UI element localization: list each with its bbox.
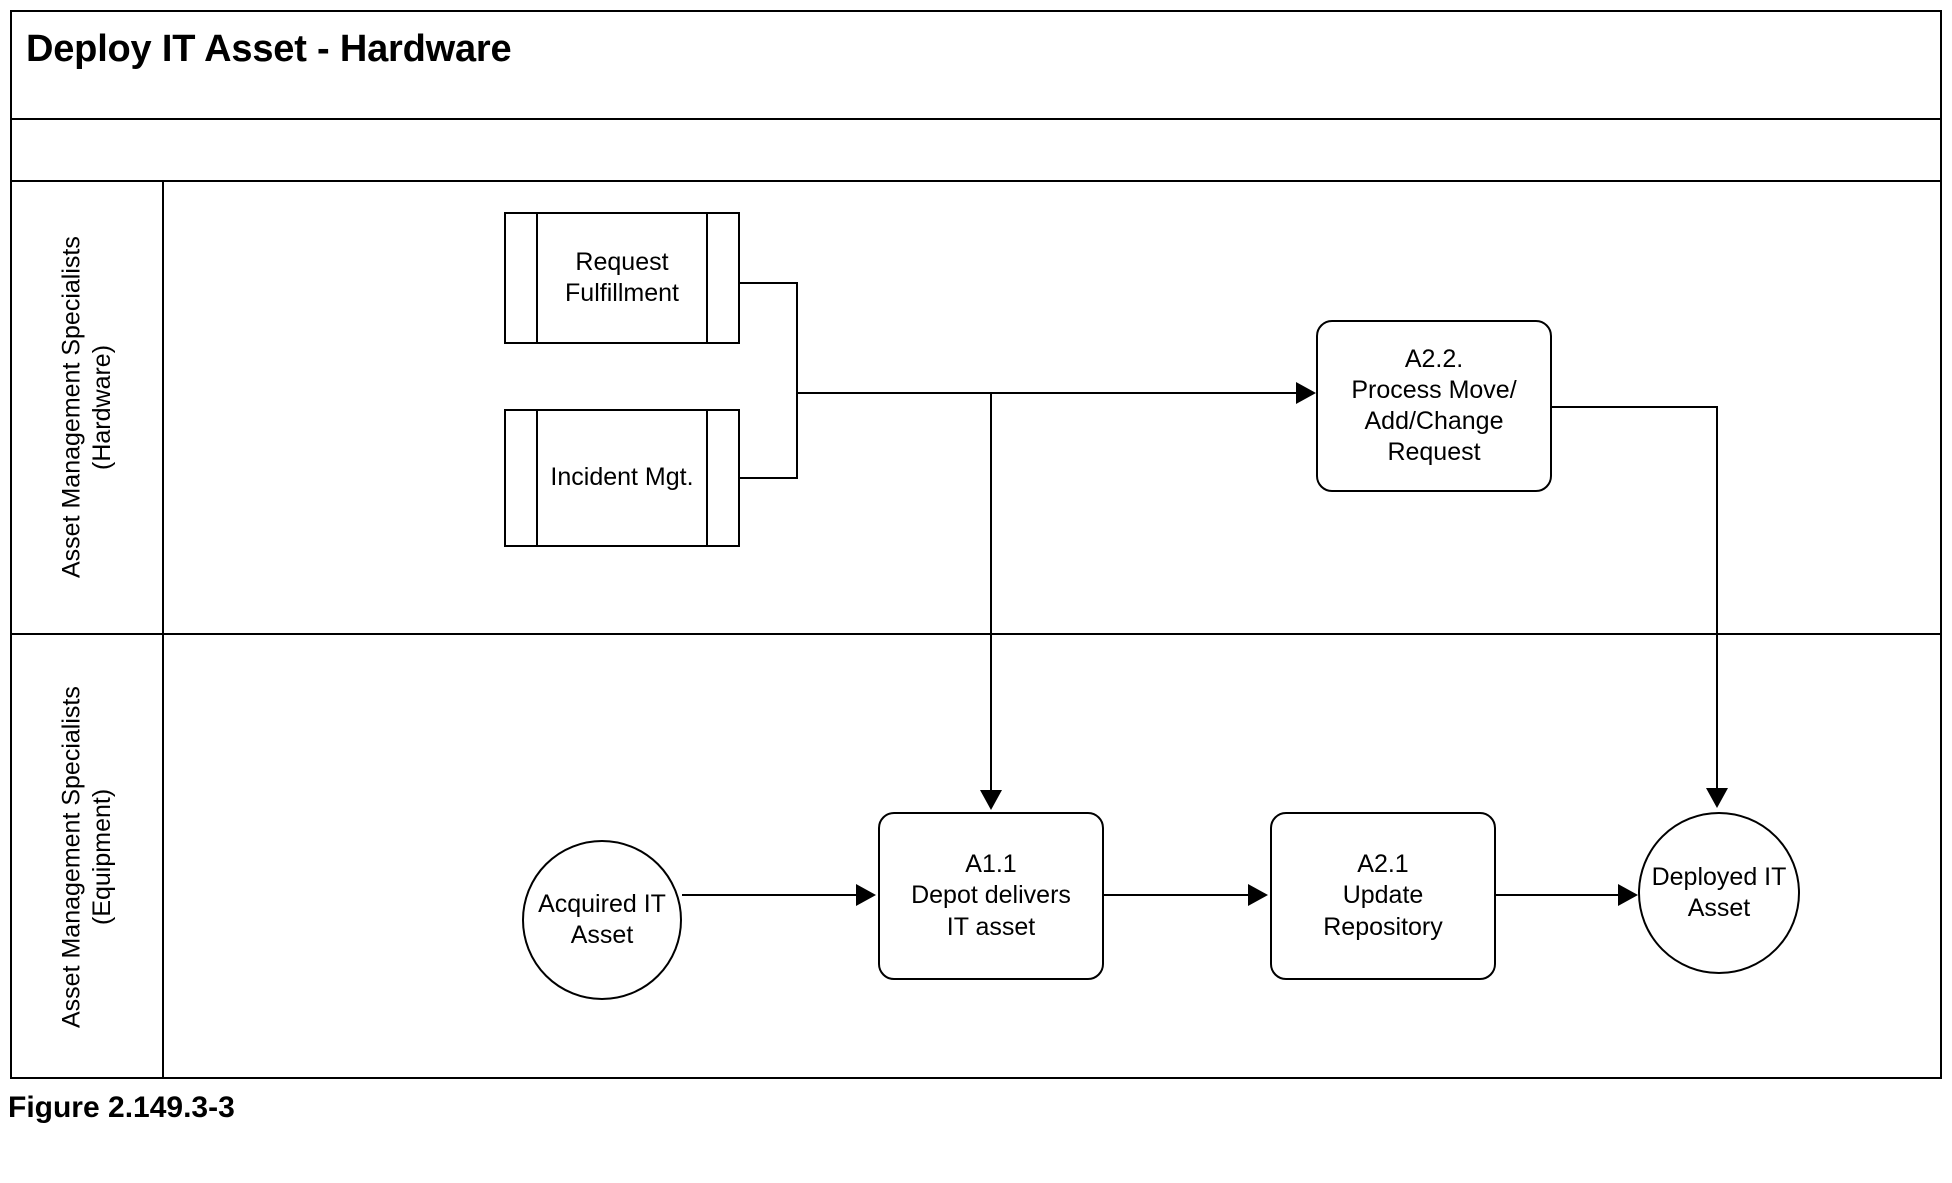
connector-acquired-to-a11 xyxy=(682,894,858,896)
task-a21-label: A2.1 Update Repository xyxy=(1323,850,1443,941)
subprocess-right-bar xyxy=(706,214,708,342)
lane-divider xyxy=(10,633,1942,635)
lane-label-hardware: Asset Management Specialists (Hardware) xyxy=(57,236,117,579)
lane-label-equipment: Asset Management Specialists (Equipment) xyxy=(57,686,117,1028)
subprocess-left-bar xyxy=(536,214,538,342)
end-event-label: Deployed IT Asset xyxy=(1651,862,1787,922)
arrowhead-into-a11 xyxy=(980,790,1002,810)
task-a11-label: A1.1 Depot delivers IT asset xyxy=(911,850,1071,941)
end-event-deployed-it-asset[interactable]: Deployed IT Asset xyxy=(1638,812,1800,974)
connector-a22-down-to-end xyxy=(1716,406,1718,790)
task-a11-depot-delivers-it-asset[interactable]: A1.1 Depot delivers IT asset xyxy=(878,812,1104,980)
connector-a22-out-right xyxy=(1552,406,1718,408)
header-row-divider xyxy=(10,180,1942,182)
figure-caption: Figure 2.149.3-3 xyxy=(8,1091,235,1124)
connector-request-fulfillment-down xyxy=(796,282,798,394)
arrowhead-into-a21 xyxy=(1248,884,1268,906)
subprocess-left-bar xyxy=(536,411,538,545)
page-title: Deploy IT Asset - Hardware xyxy=(26,28,512,70)
connector-bus-down-to-a11 xyxy=(990,392,992,792)
title-row-divider xyxy=(10,118,1942,120)
connector-request-fulfillment-out xyxy=(740,282,798,284)
subprocess-right-bar xyxy=(706,411,708,545)
task-a22-process-move-add-change-request[interactable]: A2.2. Process Move/ Add/Change Request xyxy=(1316,320,1552,492)
task-a22-label: A2.2. Process Move/ Add/Change Request xyxy=(1351,344,1517,467)
connector-incident-mgt-out xyxy=(740,477,798,479)
subprocess-incident-mgt[interactable]: Incident Mgt. xyxy=(504,409,740,547)
arrowhead-into-end-event-left xyxy=(1618,884,1638,906)
lane-label-divider xyxy=(162,180,164,1079)
subprocess-request-fulfillment-label: Request Fulfillment xyxy=(565,247,679,307)
start-event-label: Acquired IT Asset xyxy=(538,889,666,949)
subprocess-request-fulfillment[interactable]: Request Fulfillment xyxy=(504,212,740,344)
diagram-frame xyxy=(10,10,1942,1079)
subprocess-incident-mgt-label: Incident Mgt. xyxy=(550,463,694,492)
start-event-acquired-it-asset[interactable]: Acquired IT Asset xyxy=(522,840,682,1000)
arrowhead-into-a11-left xyxy=(856,884,876,906)
arrowhead-into-a22 xyxy=(1296,382,1316,404)
connector-merge-to-a22 xyxy=(796,392,1296,394)
connector-a11-to-a21 xyxy=(1104,894,1250,896)
connector-incident-mgt-up xyxy=(796,392,798,479)
arrowhead-into-end-event-top xyxy=(1706,788,1728,808)
connector-a21-to-end xyxy=(1496,894,1620,896)
task-a21-update-repository[interactable]: A2.1 Update Repository xyxy=(1270,812,1496,980)
